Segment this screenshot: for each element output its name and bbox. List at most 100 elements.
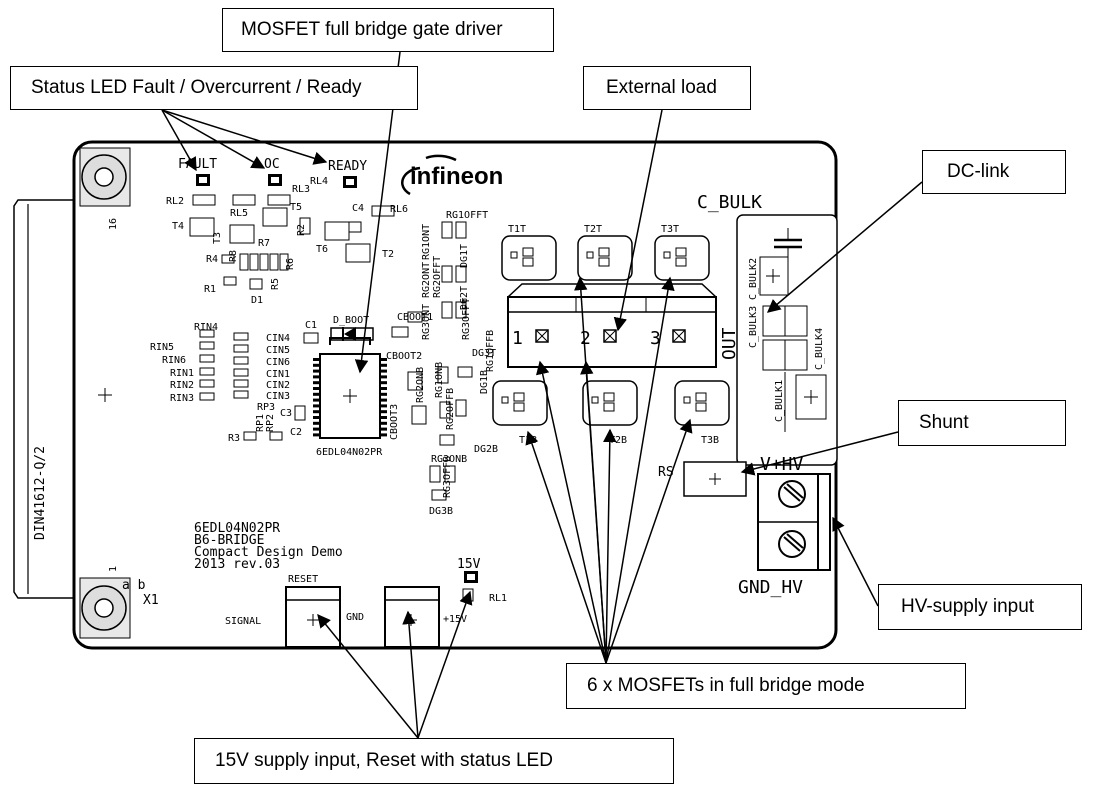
mosfet-t2b: T2B: [582, 380, 638, 446]
ic-pins: [313, 358, 387, 437]
info-line-3: 2013 rev.03: [194, 557, 280, 572]
mosfet-t1b-label: T1B: [519, 435, 537, 446]
out-pin-2: 2: [580, 328, 591, 349]
mosfet-t2b-label: T2B: [609, 435, 627, 446]
label-rl2: RL2: [166, 196, 184, 207]
brand-label: infineon: [410, 163, 503, 190]
arrow-6: [740, 431, 899, 476]
arrow-3: [161, 109, 328, 165]
label-rg3ont: RG3ONT: [421, 304, 432, 340]
label-cin4: CIN4: [266, 333, 290, 344]
label-rl3: RL3: [292, 184, 310, 195]
label-d1: D1: [251, 295, 263, 306]
rp3-label: RP3: [257, 402, 275, 413]
misc-components: RP3 RP1 RP2 C3 R3 C2 C1: [228, 320, 319, 444]
led-ready-label: READY: [328, 159, 367, 174]
arrow-11: [605, 276, 675, 664]
control-components: [189, 194, 395, 290]
rp1-label: RP1: [255, 414, 266, 432]
c-bulk-label: C_BULK: [697, 192, 762, 213]
out-pin-1: 1: [512, 328, 523, 349]
callout-15v-supply: 15V supply input, Reset with status LED: [194, 738, 674, 784]
label-t5: T5: [290, 202, 302, 213]
label-r5: R5: [270, 278, 281, 290]
rl1-label: RL1: [489, 593, 507, 604]
mosfets-low-side: T1B T2B T3B: [492, 380, 730, 446]
gnd-label: GND: [346, 612, 364, 623]
arrow-10: [580, 360, 607, 664]
label-dg1t: DG1T: [459, 244, 470, 268]
rp2-label: RP2: [265, 414, 276, 432]
connector-x1-label: X1: [143, 593, 159, 608]
label-rin2: RIN2: [170, 380, 194, 391]
rs-label: RS: [658, 465, 674, 480]
gnd-hv-label: GND_HV: [738, 577, 803, 598]
callout-arrows: [161, 51, 923, 739]
pin16-label: 16: [108, 218, 119, 230]
label-rg2offt: RG2OFFT: [432, 256, 443, 298]
label-r2: R2: [296, 224, 307, 236]
info-line-2: Compact Design Demo: [194, 545, 343, 560]
label-cin1: CIN1: [266, 369, 290, 380]
label-r4: R4: [206, 254, 218, 265]
led-oc-label: OC: [264, 157, 280, 172]
label-rg1offb: RG1OFFB: [485, 330, 496, 372]
mounting-hole-top: [79, 147, 131, 207]
r3-label: R3: [228, 433, 240, 444]
label-dg2t: DG2T: [459, 286, 470, 310]
arrow-2: [161, 109, 266, 169]
label-cboot3: CBOOT3: [389, 404, 400, 440]
label-rg2ont: RG2ONT: [421, 262, 432, 298]
output-pins: 1 2 3: [512, 328, 686, 349]
c-bulk3-label: C_BULK3: [748, 306, 759, 348]
c-bulk4-label: C_BULK4: [814, 328, 825, 370]
mosfet-t1t-label: T1T: [508, 224, 526, 235]
callout-status-led: Status LED Fault / Overcurrent / Ready: [10, 66, 418, 110]
connector-ab-label: a b: [122, 578, 146, 593]
arrow-8: [536, 360, 607, 664]
arrow-1: [161, 109, 197, 172]
shunt-resistor: RS: [658, 461, 747, 497]
label-cin3: CIN3: [266, 391, 290, 402]
arrow-13: [525, 430, 607, 664]
label-rg3onb: RG3ONB: [431, 454, 467, 465]
label-r6: R6: [285, 258, 296, 270]
label-r7: R7: [258, 238, 270, 249]
center-cross-left: [98, 388, 112, 402]
label-rin5: RIN5: [150, 342, 174, 353]
supply-15v-connector: [384, 586, 440, 648]
arrow-16: [402, 610, 419, 739]
label-t2: T2: [382, 249, 394, 260]
mosfet-t3b-label: T3B: [701, 435, 719, 446]
label-rin4: RIN4: [194, 322, 218, 333]
arrow-5: [766, 181, 923, 313]
label-dg2b: DG2B: [474, 444, 498, 455]
reset-button: [285, 586, 341, 648]
out-label: OUT: [719, 327, 740, 360]
label-dg3b: DG3B: [429, 506, 453, 517]
signal-label: SIGNAL: [225, 616, 261, 627]
arrow-14: [603, 428, 617, 664]
led-fault-label: FAULT: [178, 157, 217, 172]
label-rin1: RIN1: [170, 368, 194, 379]
arrow-4: [613, 109, 663, 332]
label-rg1onb: RG1ONB: [434, 362, 445, 398]
mosfet-t3t: T3T: [654, 224, 710, 281]
label-cboot2: CBOOT2: [386, 351, 422, 362]
arrow-15: [317, 613, 419, 739]
label-t6: T6: [316, 244, 328, 255]
gate-driver-ic: D_BOOT 6EDL04N02PR: [313, 315, 409, 458]
label-r8: R8: [228, 250, 239, 262]
d-boot-label: D_BOOT: [333, 315, 369, 326]
label-dg3t: DG3T: [472, 348, 496, 359]
c2-label: C2: [290, 427, 302, 438]
label-rin3: RIN3: [170, 393, 194, 404]
label-c4: C4: [352, 203, 364, 214]
label-cin5: CIN5: [266, 345, 290, 356]
out-pin-3: 3: [650, 328, 661, 349]
arrow-12: [605, 418, 693, 664]
